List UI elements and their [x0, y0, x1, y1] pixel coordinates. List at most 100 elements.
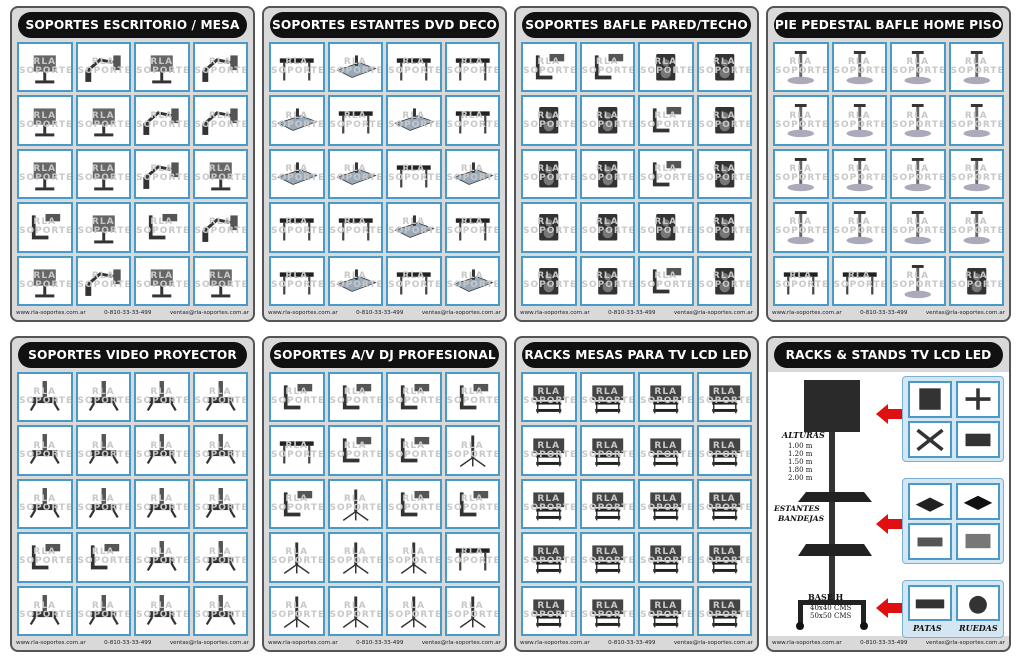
footer-email[interactable]: ventas@rla-soportes.com.ar — [169, 640, 249, 646]
product-thumbnail[interactable]: RLA SOPORTES — [75, 202, 131, 253]
product-thumbnail[interactable]: RLA SOPORTES — [948, 42, 1004, 93]
product-thumbnail[interactable]: RLA SOPORTES — [773, 202, 829, 253]
product-thumbnail[interactable]: RLA SOPORTES — [444, 372, 500, 423]
product-thumbnail[interactable]: RLA SOPORTES — [579, 202, 635, 253]
product-thumbnail[interactable]: RLA SOPORTES — [638, 372, 694, 423]
product-thumbnail[interactable]: RLA SOPORTES — [327, 372, 383, 423]
footer-site[interactable]: www.rla-soportes.com.ar — [268, 640, 338, 646]
product-thumbnail[interactable]: RLA SOPORTES — [192, 478, 248, 530]
product-thumbnail[interactable]: RLA SOPORTES — [521, 585, 577, 636]
product-thumbnail[interactable]: RLA SOPORTES — [696, 42, 752, 93]
product-thumbnail[interactable]: RLA SOPORTES — [75, 478, 131, 530]
product-thumbnail[interactable]: RLA SOPORTES — [579, 532, 635, 583]
product-thumbnail[interactable]: RLA SOPORTES — [890, 255, 946, 306]
product-thumbnail[interactable]: RLA SOPORTES — [386, 255, 442, 306]
product-thumbnail[interactable]: RLA SOPORTES — [638, 255, 694, 306]
product-thumbnail[interactable]: RLA SOPORTES — [521, 42, 577, 93]
product-thumbnail[interactable]: RLA SOPORTES — [948, 255, 1004, 306]
product-thumbnail[interactable]: RLA SOPORTES — [134, 148, 190, 200]
product-thumbnail[interactable]: RLA SOPORTES — [75, 95, 131, 146]
product-thumbnail[interactable]: RLA SOPORTES — [831, 148, 887, 200]
product-thumbnail[interactable]: RLA SOPORTES — [134, 202, 190, 253]
product-thumbnail[interactable]: RLA SOPORTES — [696, 95, 752, 146]
product-thumbnail[interactable]: RLA SOPORTES — [444, 42, 500, 93]
product-thumbnail[interactable]: RLA SOPORTES — [638, 148, 694, 200]
product-thumbnail[interactable]: RLA SOPORTES — [444, 478, 500, 530]
footer-site[interactable]: www.rla-soportes.com.ar — [16, 310, 86, 316]
product-thumbnail[interactable]: RLA SOPORTES — [134, 95, 190, 146]
product-thumbnail[interactable]: RLA SOPORTES — [521, 532, 577, 583]
product-thumbnail[interactable]: RLA SOPORTES — [696, 532, 752, 583]
product-thumbnail[interactable]: RLA SOPORTES — [579, 425, 635, 476]
product-thumbnail[interactable]: RLA SOPORTES — [327, 425, 383, 476]
product-thumbnail[interactable]: RLA SOPORTES — [696, 148, 752, 200]
product-thumbnail[interactable]: RLA SOPORTES — [75, 372, 131, 423]
product-thumbnail[interactable]: RLA SOPORTES — [75, 425, 131, 476]
product-thumbnail[interactable]: RLA SOPORTES — [579, 478, 635, 530]
product-thumbnail[interactable]: RLA SOPORTES — [327, 255, 383, 306]
footer-email[interactable]: ventas@rla-soportes.com.ar — [925, 640, 1005, 646]
mount-thumbnail[interactable] — [908, 421, 952, 458]
product-thumbnail[interactable]: RLA SOPORTES — [444, 148, 500, 200]
footer-site[interactable]: www.rla-soportes.com.ar — [520, 310, 590, 316]
product-thumbnail[interactable]: RLA SOPORTES — [521, 255, 577, 306]
product-thumbnail[interactable]: RLA SOPORTES — [638, 425, 694, 476]
product-thumbnail[interactable]: RLA SOPORTES — [696, 585, 752, 636]
product-thumbnail[interactable]: RLA SOPORTES — [75, 42, 131, 93]
product-thumbnail[interactable]: RLA SOPORTES — [696, 255, 752, 306]
product-thumbnail[interactable]: RLA SOPORTES — [696, 202, 752, 253]
product-thumbnail[interactable]: RLA SOPORTES — [134, 425, 190, 476]
shelf-thumbnail[interactable] — [956, 523, 1000, 560]
product-thumbnail[interactable]: RLA SOPORTES — [17, 42, 73, 93]
product-thumbnail[interactable]: RLA SOPORTES — [638, 478, 694, 530]
product-thumbnail[interactable]: RLA SOPORTES — [386, 202, 442, 253]
product-thumbnail[interactable]: RLA SOPORTES — [75, 585, 131, 636]
footer-email[interactable]: ventas@rla-soportes.com.ar — [925, 310, 1005, 316]
product-thumbnail[interactable]: RLA SOPORTES — [444, 532, 500, 583]
product-thumbnail[interactable]: RLA SOPORTES — [579, 585, 635, 636]
product-thumbnail[interactable]: RLA SOPORTES — [192, 372, 248, 423]
product-thumbnail[interactable]: RLA SOPORTES — [17, 532, 73, 583]
product-thumbnail[interactable]: RLA SOPORTES — [696, 425, 752, 476]
product-thumbnail[interactable]: RLA SOPORTES — [521, 478, 577, 530]
product-thumbnail[interactable]: RLA SOPORTES — [17, 372, 73, 423]
product-thumbnail[interactable]: RLA SOPORTES — [638, 532, 694, 583]
product-thumbnail[interactable]: RLA SOPORTES — [521, 148, 577, 200]
product-thumbnail[interactable]: RLA SOPORTES — [890, 148, 946, 200]
product-thumbnail[interactable]: RLA SOPORTES — [269, 148, 325, 200]
footer-site[interactable]: www.rla-soportes.com.ar — [772, 310, 842, 316]
product-thumbnail[interactable]: RLA SOPORTES — [327, 532, 383, 583]
footer-email[interactable]: ventas@rla-soportes.com.ar — [421, 640, 501, 646]
product-thumbnail[interactable]: RLA SOPORTES — [831, 95, 887, 146]
product-thumbnail[interactable]: RLA SOPORTES — [192, 255, 248, 306]
footer-site[interactable]: www.rla-soportes.com.ar — [520, 640, 590, 646]
product-thumbnail[interactable]: RLA SOPORTES — [579, 255, 635, 306]
footer-email[interactable]: ventas@rla-soportes.com.ar — [673, 640, 753, 646]
product-thumbnail[interactable]: RLA SOPORTES — [444, 95, 500, 146]
product-thumbnail[interactable]: RLA SOPORTES — [890, 202, 946, 253]
product-thumbnail[interactable]: RLA SOPORTES — [327, 42, 383, 93]
product-thumbnail[interactable]: RLA SOPORTES — [192, 148, 248, 200]
product-thumbnail[interactable]: RLA SOPORTES — [134, 532, 190, 583]
product-thumbnail[interactable]: RLA SOPORTES — [444, 585, 500, 636]
product-thumbnail[interactable]: RLA SOPORTES — [386, 425, 442, 476]
shelf-thumbnail[interactable] — [956, 483, 1000, 520]
ruedas-thumbnail[interactable] — [956, 585, 1000, 621]
product-thumbnail[interactable]: RLA SOPORTES — [579, 42, 635, 93]
product-thumbnail[interactable]: RLA SOPORTES — [386, 585, 442, 636]
product-thumbnail[interactable]: RLA SOPORTES — [192, 42, 248, 93]
product-thumbnail[interactable]: RLA SOPORTES — [773, 148, 829, 200]
product-thumbnail[interactable]: RLA SOPORTES — [579, 95, 635, 146]
product-thumbnail[interactable]: RLA SOPORTES — [579, 148, 635, 200]
mount-thumbnail[interactable] — [908, 381, 952, 418]
product-thumbnail[interactable]: RLA SOPORTES — [638, 202, 694, 253]
footer-email[interactable]: ventas@rla-soportes.com.ar — [169, 310, 249, 316]
product-thumbnail[interactable]: RLA SOPORTES — [269, 425, 325, 476]
footer-site[interactable]: www.rla-soportes.com.ar — [16, 640, 86, 646]
product-thumbnail[interactable]: RLA SOPORTES — [579, 372, 635, 423]
product-thumbnail[interactable]: RLA SOPORTES — [831, 42, 887, 93]
product-thumbnail[interactable]: RLA SOPORTES — [696, 478, 752, 530]
shelf-thumbnail[interactable] — [908, 523, 952, 560]
product-thumbnail[interactable]: RLA SOPORTES — [831, 255, 887, 306]
product-thumbnail[interactable]: RLA SOPORTES — [17, 148, 73, 200]
